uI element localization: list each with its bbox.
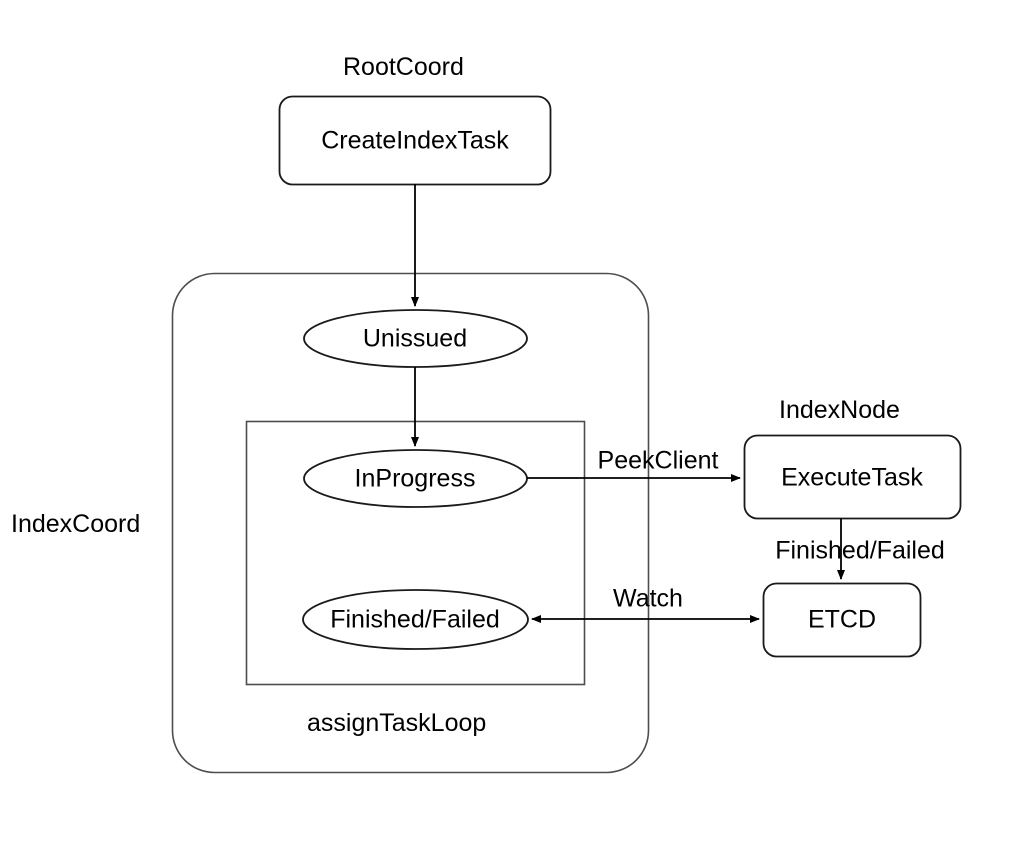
node-create-index-task-shape[interactable] [278,95,552,186]
group-title-indexnode: IndexNode [779,396,900,424]
group-indexcoord-boundary [171,272,650,774]
group-title-rootcoord: RootCoord [343,53,464,81]
node-finished-failed-state-shape[interactable] [302,589,529,650]
edge-label-watch: Watch [613,584,683,613]
node-unissued-shape[interactable] [303,309,528,368]
node-execute-task-shape[interactable] [743,434,962,520]
node-in-progress-shape[interactable] [303,449,528,508]
edge-label-peekclient: PeekClient [597,446,719,475]
edge-label-finished-failed: Finished/Failed [775,536,945,565]
group-title-assigntaskloop: assignTaskLoop [307,709,487,737]
node-etcd-shape[interactable] [762,582,922,658]
group-title-indexcoord: IndexCoord [11,510,141,538]
